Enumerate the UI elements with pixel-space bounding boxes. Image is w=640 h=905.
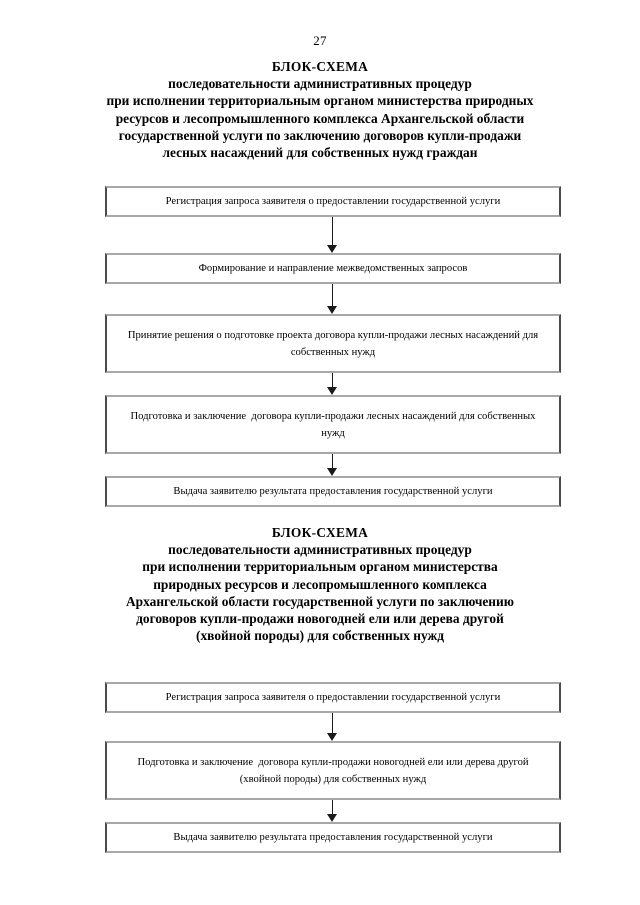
arrow-down-icon [327, 306, 337, 314]
flowchart-1-node-4: Подготовка и заключение договора купли-п… [105, 395, 561, 454]
flowchart-1-node-5: Выдача заявителю результата предоставлен… [105, 476, 561, 507]
arrow-line-icon [332, 217, 333, 247]
section-2-subtitle-line-4: Архангельской области государственной ус… [126, 593, 514, 609]
section-1-subtitle-line-5: лесных насаждений для собственных нужд г… [162, 145, 478, 161]
flowchart-1-node-1-label: Регистрация запроса заявителя о предоста… [165, 196, 501, 207]
flowchart-2-node-1-label: Регистрация запроса заявителя о предоста… [165, 692, 501, 703]
flowchart-1-connector-4 [105, 454, 561, 476]
section-1-heading: БЛОК-СХЕМА последовательности администра… [60, 58, 580, 161]
flowchart-2-connector-1 [105, 713, 561, 741]
section-2-subtitle-line-6: (хвойной породы) для собственных нужд [196, 628, 444, 644]
flowchart-1-node-3-label: Принятие решения о подготовке проекта до… [127, 329, 541, 358]
flowchart-1-node-2: Формирование и направление межведомствен… [105, 253, 561, 284]
section-2-subtitle-line-2: при исполнении территориальным органом м… [142, 559, 498, 575]
flowchart-2-node-2: Подготовка и заключение договора купли-п… [105, 741, 561, 800]
flowchart-1-node-2-label: Формирование и направление межведомствен… [198, 263, 468, 274]
section-2-title: БЛОК-СХЕМА [271, 525, 369, 540]
flowchart-1-connector-1 [105, 217, 561, 253]
arrow-down-icon [327, 733, 337, 741]
section-1-subtitle-line-3: ресурсов и лесопромышленного комплекса А… [115, 110, 525, 126]
flowchart-1-node-1: Регистрация запроса заявителя о предоста… [105, 186, 561, 217]
section-1-subtitle-line-2: при исполнении территориальным органом м… [106, 93, 534, 109]
flowchart-2: Регистрация запроса заявителя о предоста… [105, 682, 561, 853]
flowchart-2-connector-2 [105, 800, 561, 822]
arrow-down-icon [327, 245, 337, 253]
section-2-heading: БЛОК-СХЕМА последовательности администра… [75, 524, 565, 644]
page-number: 27 [313, 33, 327, 48]
arrow-down-icon [327, 387, 337, 395]
flowchart-1-node-4-label: Подготовка и заключение договора купли-п… [130, 410, 539, 439]
flowchart-1: Регистрация запроса заявителя о предоста… [105, 186, 561, 507]
flowchart-1-connector-2 [105, 284, 561, 314]
arrow-line-icon [332, 373, 333, 389]
section-1-title: БЛОК-СХЕМА [271, 59, 369, 74]
section-2-subtitle-line-5: договоров купли-продажи новогодней ели и… [136, 611, 504, 627]
flowchart-2-node-1: Регистрация запроса заявителя о предоста… [105, 682, 561, 713]
arrow-line-icon [332, 284, 333, 308]
section-1-subtitle-line-4: государственной услуги по заключению дог… [118, 127, 522, 143]
arrow-line-icon [332, 800, 333, 816]
arrow-down-icon [327, 468, 337, 476]
section-1-subtitle-line-1: последовательности административных проц… [168, 76, 472, 92]
flowchart-2-node-2-label: Подготовка и заключение договора купли-п… [137, 756, 532, 785]
arrow-down-icon [327, 814, 337, 822]
section-2-subtitle-line-1: последовательности административных проц… [168, 542, 472, 558]
section-2-subtitle-line-3: природных ресурсов и лесопромышленного к… [153, 576, 487, 592]
flowchart-1-node-5-label: Выдача заявителю результата предоставлен… [173, 486, 493, 497]
flowchart-1-node-3: Принятие решения о подготовке проекта до… [105, 314, 561, 373]
arrow-line-icon [332, 713, 333, 735]
flowchart-2-node-3: Выдача заявителю результата предоставлен… [105, 822, 561, 853]
flowchart-2-node-3-label: Выдача заявителю результата предоставлен… [173, 832, 493, 843]
arrow-line-icon [332, 454, 333, 470]
flowchart-1-connector-3 [105, 373, 561, 395]
